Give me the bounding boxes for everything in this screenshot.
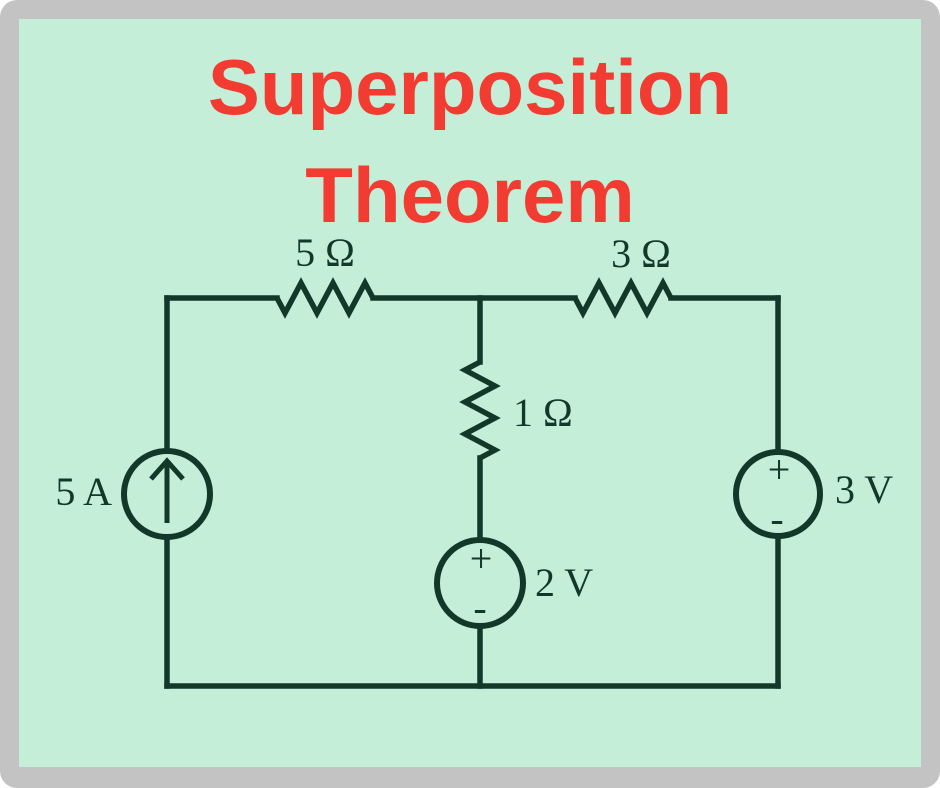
middle-voltage-source-label: 2 V xyxy=(535,560,593,605)
right-voltage-source-label: 3 V xyxy=(835,467,893,512)
middle-voltage-source-circle xyxy=(434,537,526,629)
plus-icon: + xyxy=(470,536,493,581)
resistor-1ohm-zigzag xyxy=(459,359,501,461)
resistor-3ohm-label: 3 Ω xyxy=(611,231,671,276)
title-line-2: Theorem xyxy=(305,151,635,239)
current-source-label: 5 A xyxy=(55,469,112,514)
resistor-5ohm-label: 5 Ω xyxy=(295,230,355,275)
resistor-5ohm-zigzag xyxy=(274,277,376,319)
plus-icon: + xyxy=(768,447,791,492)
resistor-1ohm-label: 1 Ω xyxy=(513,390,573,435)
current-arrow-head-icon xyxy=(149,457,185,481)
minus-icon: - xyxy=(473,585,486,630)
page-title: Superposition Theorem xyxy=(19,33,921,249)
title-line-1: Superposition xyxy=(207,43,733,131)
minus-icon: - xyxy=(770,496,783,541)
current-source-circle xyxy=(121,448,213,540)
right-voltage-source-circle xyxy=(733,449,823,539)
resistor-3ohm-zigzag xyxy=(572,277,674,319)
